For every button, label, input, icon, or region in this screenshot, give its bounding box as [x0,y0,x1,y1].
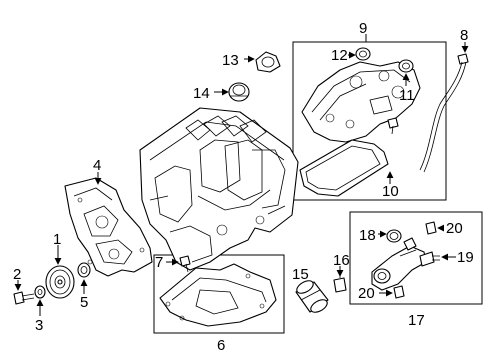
pcv-valve [387,117,399,135]
callout-17: 17 [408,312,425,329]
crankshaft-pulley [45,265,75,299]
callout-2: 2 [13,266,21,283]
callout-19: 19 [457,249,474,266]
callout-18: 18 [359,227,376,244]
pulley-bolt [13,291,35,305]
adapter-o-ring [386,229,417,251]
callout-14: 14 [193,85,210,102]
callout-5: 5 [80,294,88,311]
oil-filter [295,280,329,313]
callout-13: 13 [222,52,239,69]
callout-9: 9 [359,20,367,37]
valve-cover-group-box [292,41,447,201]
adapter-fitting-lower [393,285,405,299]
callout-7: 7 [155,254,163,271]
valve-cover-seal [355,47,371,61]
pulley-washer [34,285,46,299]
callout-20-lower: 20 [358,285,375,302]
callout-3: 3 [35,317,43,334]
oil-dipstick [419,53,469,173]
engine-block [139,107,299,271]
oil-pressure-sensor [419,251,440,267]
oil-filter-adapter [371,245,427,291]
oil-filter-adapter-group-box [349,211,483,305]
callout-12: 12 [331,47,348,64]
oil-pan [159,263,277,327]
oil-filler-tube [228,82,250,102]
callout-4: 4 [93,157,101,174]
oil-pan-bolt [179,255,191,273]
front-seal [77,262,91,278]
callout-10: 10 [382,183,399,200]
adapter-fitting-upper [425,221,437,235]
callout-1: 1 [53,231,61,248]
callout-11: 11 [399,87,415,104]
callout-8: 8 [460,27,468,44]
valve-cover-gasket [299,139,389,197]
valve-cover [301,61,421,143]
callout-20-upper: 20 [446,220,463,237]
callout-16: 16 [333,252,350,269]
callout-6: 6 [217,337,225,354]
timing-cover [64,177,153,277]
callout-15: 15 [292,266,309,283]
oil-cap-seal [398,59,414,73]
oil-filler-cap [255,51,281,73]
leader-lines [14,34,469,316]
